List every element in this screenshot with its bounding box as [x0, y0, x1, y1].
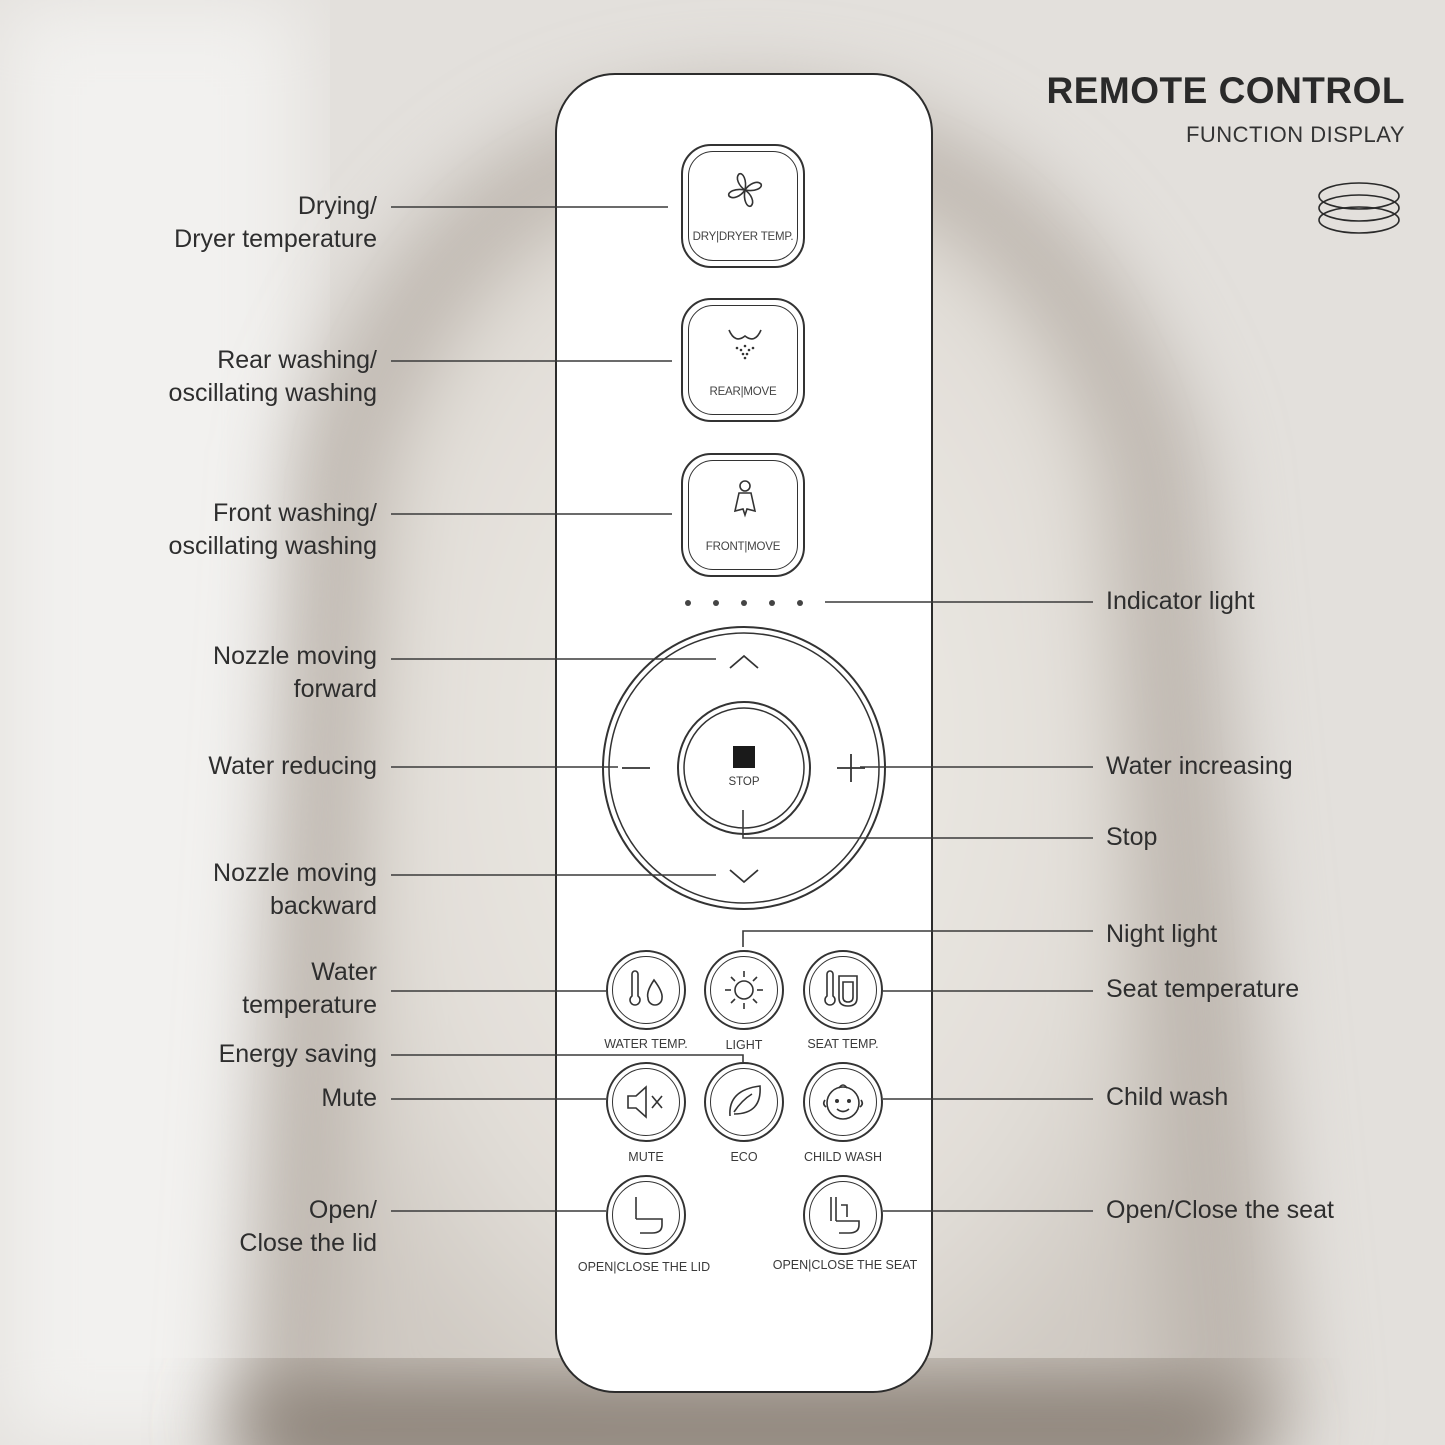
label-nozzle-backward-line2: backward [270, 892, 377, 920]
label-night-light: Night light [1106, 920, 1218, 948]
fan-icon [727, 172, 763, 208]
label-water-reducing: Water reducing [208, 752, 377, 780]
label-nozzle-forward-line2: forward [293, 675, 377, 703]
label-drying: Drying/ Dryer temperature [174, 190, 377, 256]
label-nozzle-backward: Nozzle moving backward [213, 857, 377, 923]
label-child-wash: Child wash [1106, 1083, 1229, 1111]
eco-label: ECO [730, 1150, 758, 1164]
label-mute: Mute [321, 1084, 377, 1112]
page-title: REMOTE CONTROL [1046, 70, 1405, 111]
open-seat-button[interactable] [803, 1175, 883, 1255]
label-rear: Rear washing/ oscillating washing [169, 344, 377, 410]
label-front: Front washing/ oscillating washing [169, 497, 377, 563]
label-nozzle-forward: Nozzle moving forward [213, 640, 377, 706]
nozzle-forward-button[interactable] [729, 654, 759, 669]
open-lid-button[interactable] [606, 1175, 686, 1255]
front-button-label: FRONT|MOVE [705, 541, 781, 553]
open-lid-label: OPEN|CLOSE THE LID [577, 1260, 711, 1274]
label-energy-saving: Energy saving [218, 1040, 377, 1068]
dry-button[interactable]: DRY|DRYER TEMP. [681, 144, 805, 268]
label-open-close-lid-line2: Close the lid [239, 1229, 377, 1257]
child-wash-label: CHILD WASH [803, 1150, 882, 1164]
thermometer-drop-icon [629, 970, 663, 1006]
stacked-rings-icon [1318, 182, 1400, 234]
open-seat-label: OPEN|CLOSE THE SEAT [772, 1258, 918, 1272]
person-icon [733, 480, 757, 518]
mute-icon [627, 1085, 663, 1119]
child-wash-button[interactable] [803, 1062, 883, 1142]
toilet-seat-icon [830, 1197, 860, 1234]
label-indicator-light: Indicator light [1106, 587, 1255, 615]
label-front-line2: oscillating washing [168, 532, 377, 560]
thermometer-seat-icon [824, 970, 858, 1007]
stop-button[interactable]: STOP [728, 776, 760, 788]
leaf-icon [729, 1085, 761, 1117]
baby-face-icon [822, 1084, 864, 1120]
rear-button-label: REAR|MOVE [709, 386, 777, 398]
dry-button-label: DRY|DRYER TEMP. [692, 231, 794, 243]
light-label: LIGHT [725, 1038, 763, 1052]
eco-button[interactable] [704, 1062, 784, 1142]
label-water-temperature-line1: Water [311, 958, 377, 986]
label-open-close-seat: Open/Close the seat [1106, 1196, 1334, 1224]
label-seat-temperature: Seat temperature [1106, 975, 1300, 1003]
stop-icon [733, 746, 755, 768]
label-open-close-lid-line1: Open/ [308, 1196, 377, 1224]
water-temp-label: WATER TEMP. [604, 1037, 688, 1051]
toilet-lid-icon [635, 1197, 663, 1234]
label-drying-line2: Dryer temperature [174, 225, 377, 253]
seat-temp-button[interactable] [803, 950, 883, 1030]
label-water-increasing: Water increasing [1106, 752, 1293, 780]
sun-icon [725, 971, 763, 1009]
mute-button[interactable] [606, 1062, 686, 1142]
indicator-lights [685, 600, 803, 606]
nozzle-backward-button[interactable] [729, 869, 759, 884]
mute-label: MUTE [628, 1150, 664, 1164]
label-nozzle-forward-line1: Nozzle moving [213, 642, 377, 670]
label-drying-line1: Drying/ [297, 192, 377, 220]
water-temp-button[interactable] [606, 950, 686, 1030]
seat-temp-label: SEAT TEMP. [807, 1037, 879, 1051]
page-subtitle: FUNCTION DISPLAY [1185, 122, 1405, 147]
label-front-line1: Front washing/ [213, 499, 377, 527]
label-water-temperature-line2: temperature [242, 991, 377, 1019]
label-rear-line1: Rear washing/ [217, 346, 377, 374]
label-open-close-lid: Open/ Close the lid [239, 1194, 377, 1260]
direction-pad [602, 626, 886, 910]
light-button[interactable] [704, 950, 784, 1030]
label-rear-line2: oscillating washing [168, 379, 377, 407]
water-increase-button[interactable] [837, 754, 865, 782]
label-water-temperature: Water temperature [242, 956, 377, 1022]
title-block: REMOTE CONTROL FUNCTION DISPLAY [1047, 70, 1405, 148]
label-nozzle-backward-line1: Nozzle moving [213, 859, 377, 887]
rear-button[interactable]: REAR|MOVE [681, 298, 805, 422]
label-stop: Stop [1106, 823, 1158, 851]
rear-wash-icon [728, 329, 762, 360]
front-button[interactable]: FRONT|MOVE [681, 453, 805, 577]
